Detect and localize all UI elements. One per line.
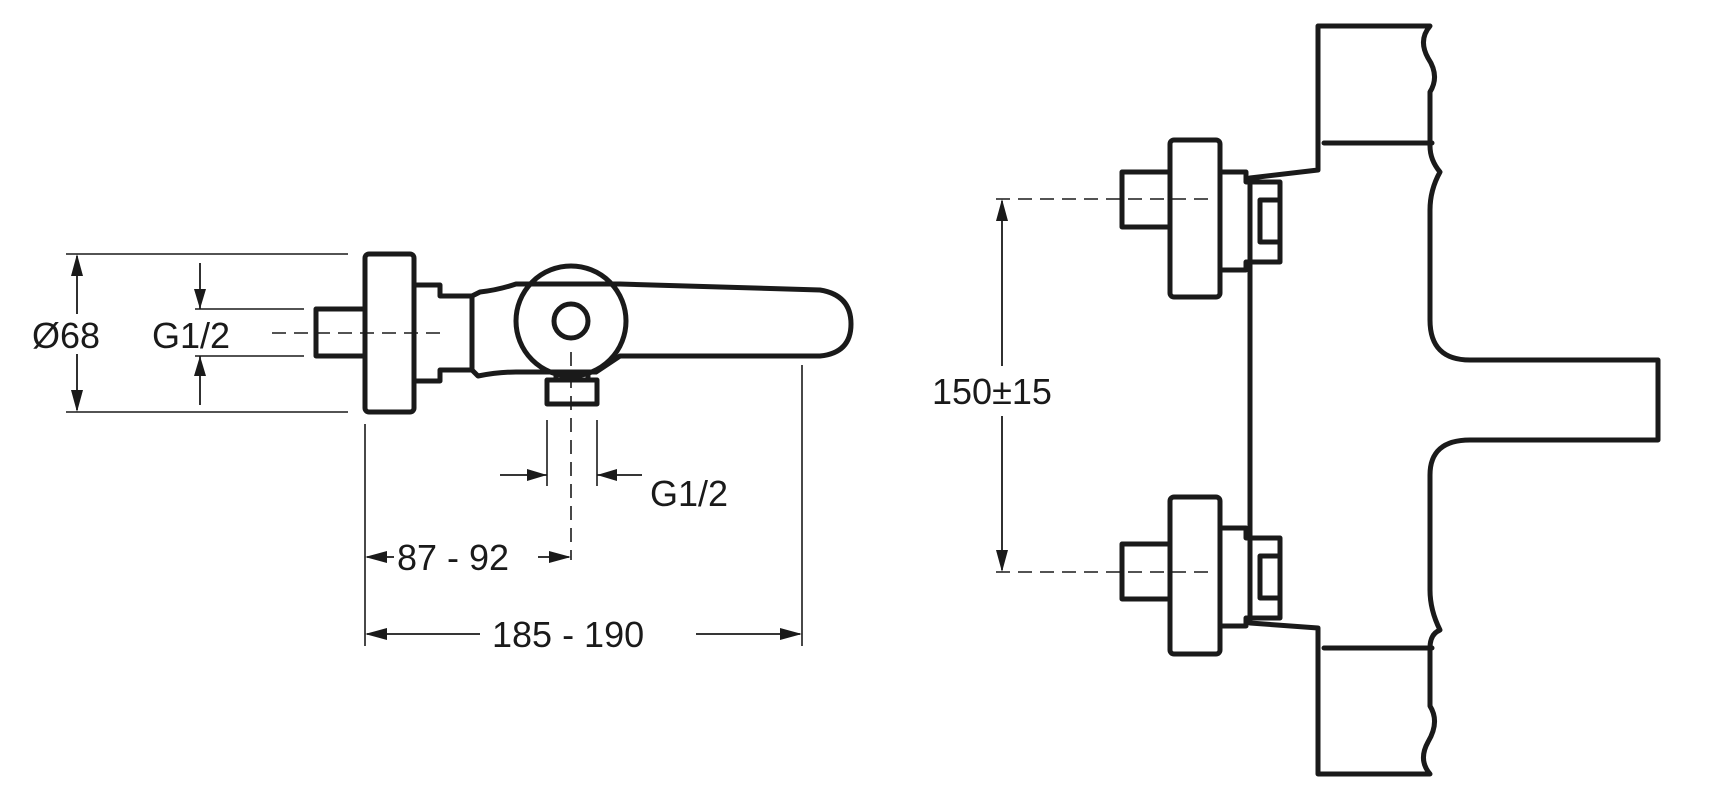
inlet-arrow-top [194, 289, 206, 309]
dia-arrow-bottom [71, 390, 83, 412]
lower-inlet [1119, 494, 1283, 657]
depth-arrow-left [365, 628, 387, 640]
front-body [1247, 23, 1661, 777]
upper-nut [1257, 197, 1283, 245]
upper-pipe-stub [1119, 169, 1173, 230]
inlet-spacing-label: 150±15 [932, 371, 1052, 412]
overall-depth-label: 185 - 190 [492, 614, 644, 655]
diameter-label: Ø68 [32, 315, 100, 356]
lower-flange [1167, 494, 1223, 657]
outlet-offset-label: 87 - 92 [397, 537, 509, 578]
depth-arrow-right [780, 628, 802, 640]
outlet-arrow-left [527, 469, 547, 481]
dia-arrow-top [71, 254, 83, 276]
lower-nut [1257, 553, 1283, 601]
offset-arrow-right [549, 551, 571, 563]
knob-center [551, 301, 591, 341]
front-view: 150±15 [932, 23, 1661, 777]
s-union [411, 282, 475, 384]
mixer-body [469, 281, 854, 379]
spacing-arrow-bottom [996, 550, 1008, 572]
side-view: Ø68 G1/2 G1/2 87 - 92 185 - 190 [32, 251, 854, 655]
spacing-arrow-top [996, 199, 1008, 221]
bottom-outlet [544, 377, 600, 407]
outlet-thread-label: G1/2 [650, 473, 728, 514]
lower-pipe-stub [1119, 541, 1173, 602]
offset-arrow-left [365, 551, 387, 563]
upper-inlet [1119, 137, 1283, 300]
outlet-arrow-right [597, 469, 617, 481]
inlet-arrow-bottom [194, 356, 206, 376]
upper-flange [1167, 137, 1223, 300]
inlet-thread-label: G1/2 [152, 315, 230, 356]
